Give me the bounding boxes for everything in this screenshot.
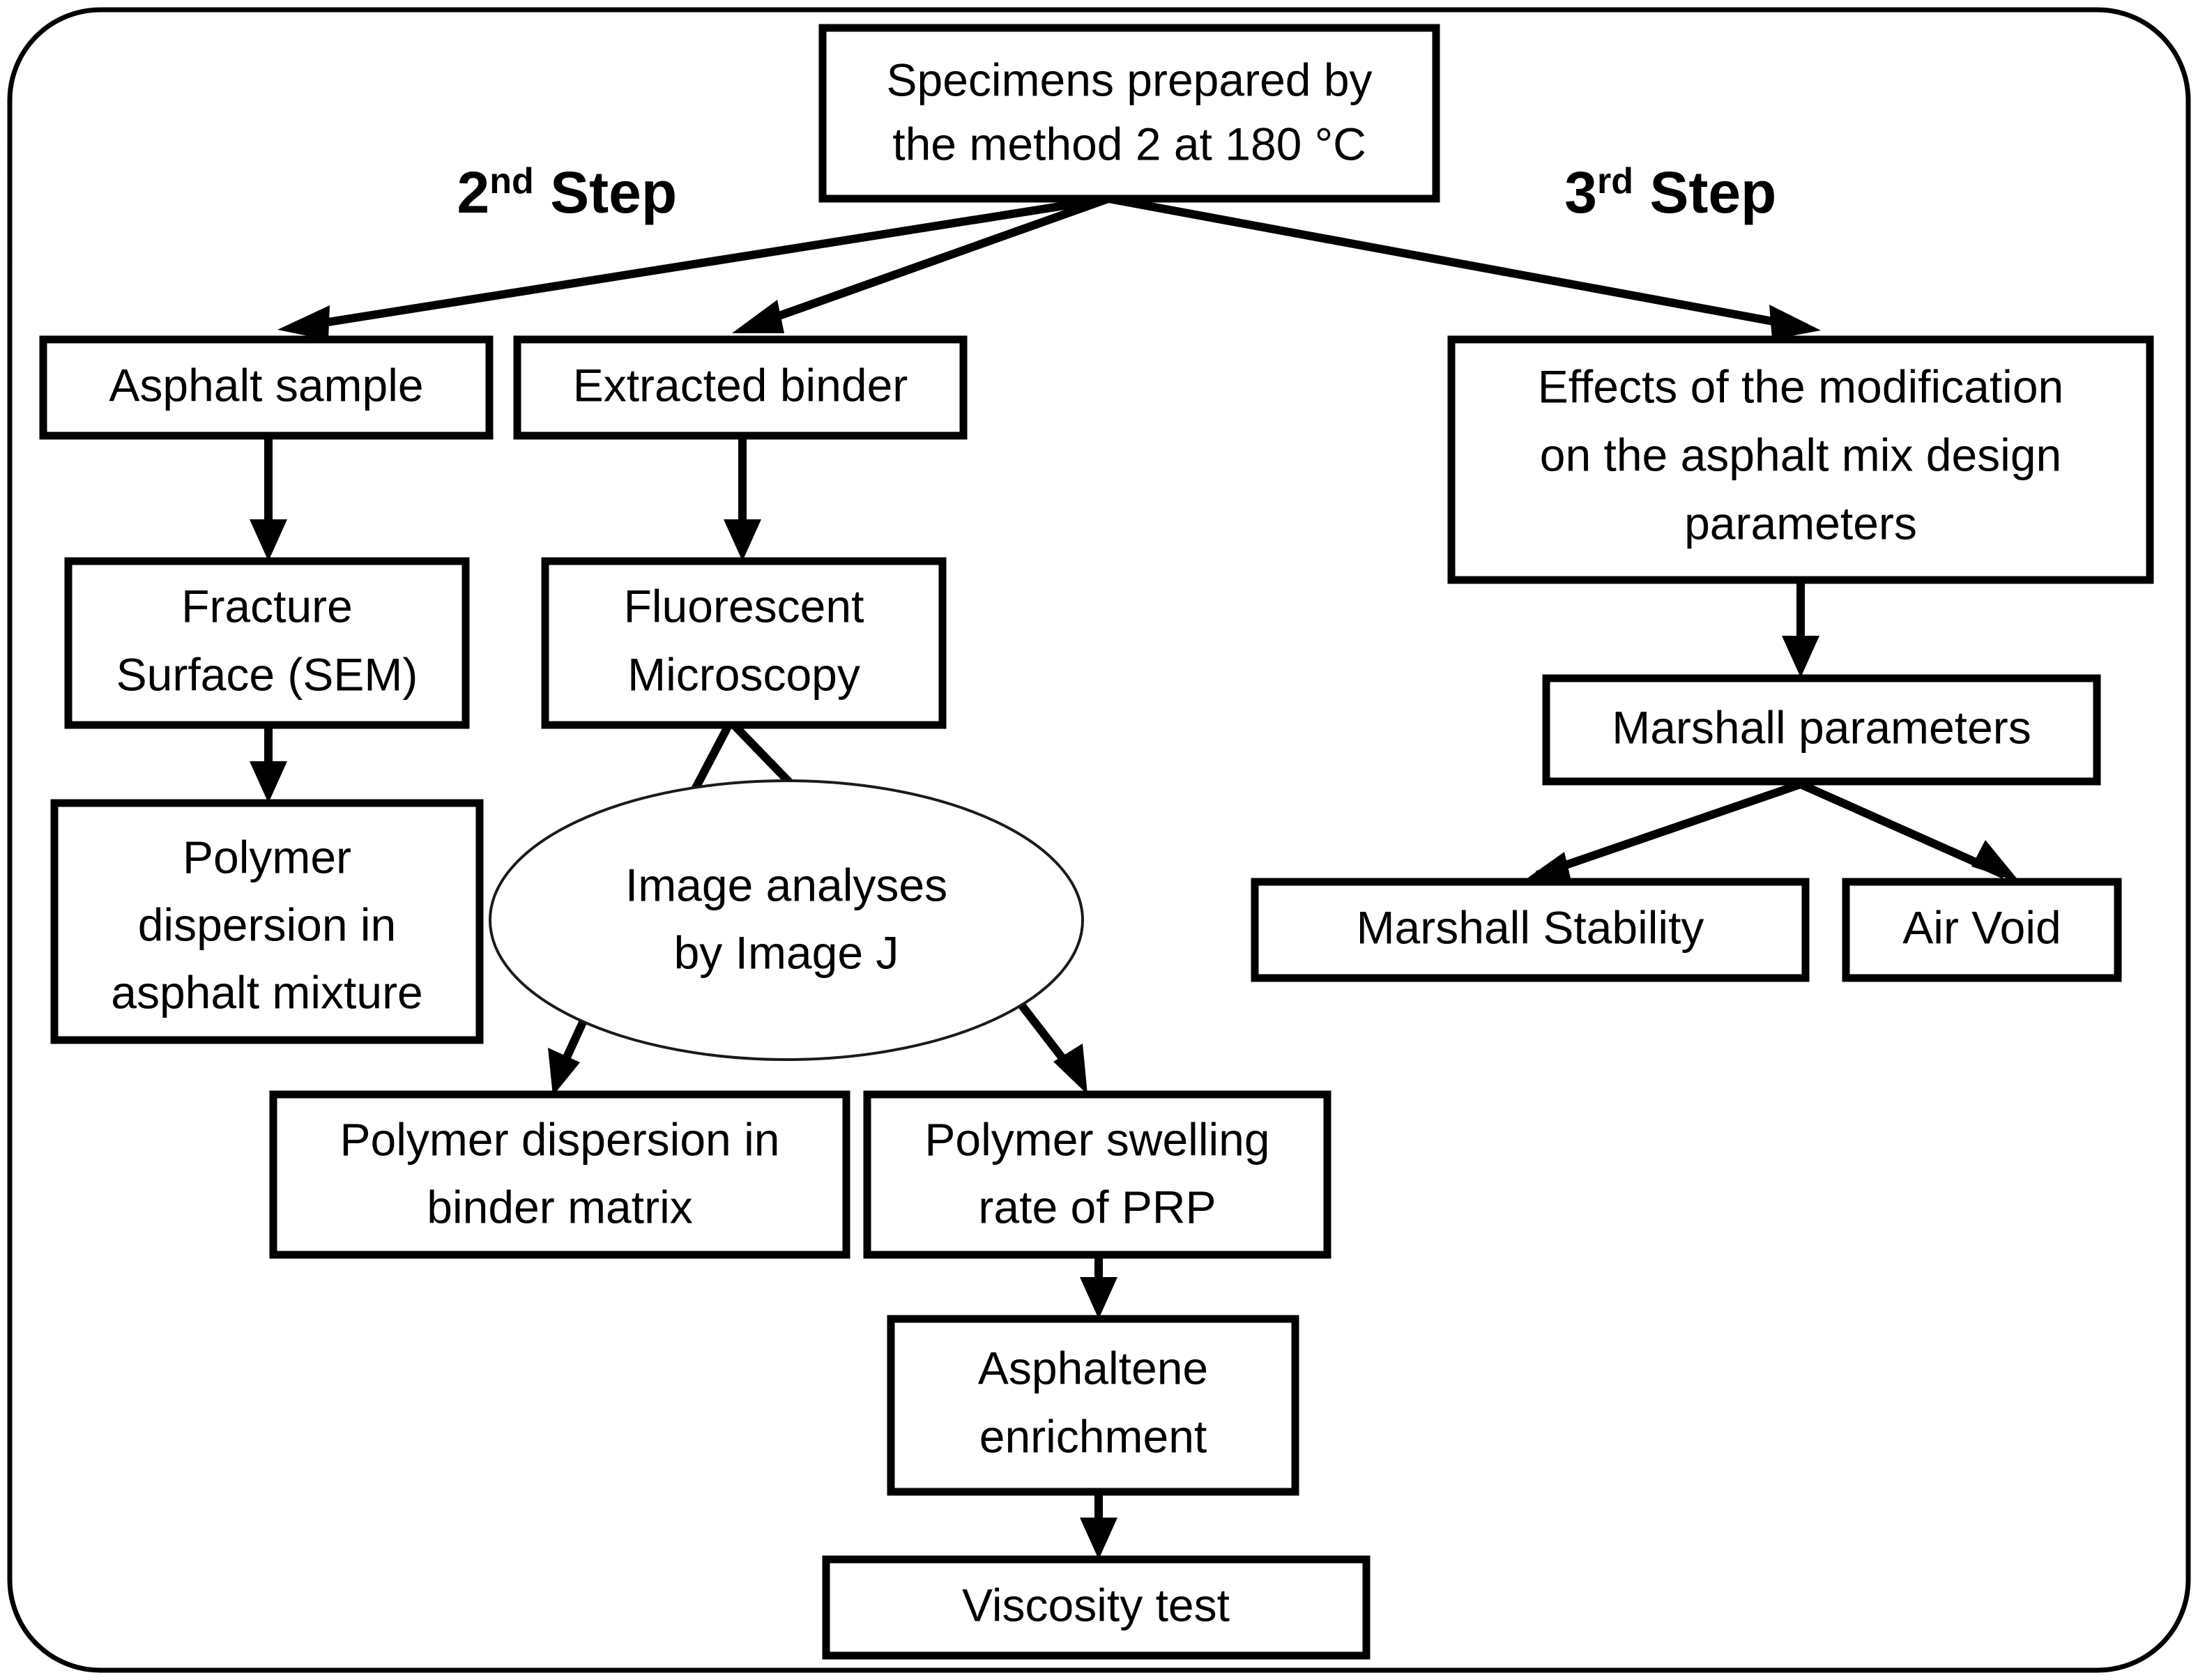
node-polymer-dispersion-binder[interactable]: Polymer dispersion in binder matrix xyxy=(269,1090,850,1259)
edge-asphalt-sample-to-fracture-surface xyxy=(250,436,287,561)
node-viscosity-line-1: Viscosity test xyxy=(962,1579,1230,1631)
edge-specimens-to-extracted-binder xyxy=(732,194,1111,333)
node-fluorescent-line-2: Microscopy xyxy=(627,648,860,700)
edge-marshall-parameters-to-air-void xyxy=(1799,780,2020,883)
edge-effects-modification-to-marshall-parameters xyxy=(1782,580,1819,678)
node-fluorescent-line-1: Fluorescent xyxy=(624,580,864,632)
node-asph-line-1: Asphaltene xyxy=(978,1342,1208,1393)
node-extracted-binder[interactable]: Extracted binder xyxy=(513,335,968,440)
step3-number: 3 xyxy=(1564,160,1597,225)
node-polymer-dispersion-asphalt[interactable]: Polymer dispersion in asphalt mixture xyxy=(50,799,484,1044)
edge-asphaltene-enrichment-to-viscosity-test xyxy=(1080,1492,1117,1559)
node-specimens-line-2: the method 2 at 180 °C xyxy=(892,118,1366,169)
svg-text:3rd Step: 3rd Step xyxy=(1418,160,1891,225)
node-fluorescent-microscopy[interactable]: Fluorescent Microscopy xyxy=(541,557,947,729)
step-label-3rd: 3rd Step xyxy=(1418,160,1891,225)
step-label-2nd: 2nd Step xyxy=(310,160,791,225)
step2-number: 2 xyxy=(457,160,490,225)
step3-ordinal: rd xyxy=(1597,161,1633,201)
node-psw-line-1: Polymer swelling xyxy=(924,1113,1269,1165)
node-asphaltene-enrichment[interactable]: Asphaltene enrichment xyxy=(887,1315,1299,1496)
node-pda-line-3: asphalt mixture xyxy=(111,966,423,1018)
node-fracture-line-2: Surface (SEM) xyxy=(116,648,418,700)
node-effects-line-3: parameters xyxy=(1684,497,1917,549)
node-image-analyses-line-1: Image analyses xyxy=(625,859,947,910)
step2-ordinal: nd xyxy=(489,161,534,201)
edge-extracted-binder-to-fluorescent-microscopy xyxy=(724,436,761,561)
node-air-void-line-1: Air Void xyxy=(1902,901,2061,953)
svg-text:2nd Step: 2nd Step xyxy=(310,160,791,225)
step2-word: Step xyxy=(550,160,677,225)
node-asphalt-sample[interactable]: Asphalt sample xyxy=(39,335,494,440)
edge-polymer-swelling-to-asphaltene-enrichment xyxy=(1080,1255,1117,1319)
node-asphalt-sample-line-1: Asphalt sample xyxy=(109,359,423,411)
node-extracted-binder-line-1: Extracted binder xyxy=(573,359,908,411)
node-image-analyses-line-2: by Image J xyxy=(674,926,899,978)
node-psw-line-2: rate of PRP xyxy=(978,1181,1216,1232)
edge-fluorescent-microscopy-to-image-analyses xyxy=(691,718,797,791)
node-effects-modification[interactable]: Effects of the modification on the aspha… xyxy=(1447,335,2154,584)
node-specimens[interactable]: Specimens prepared by the method 2 at 18… xyxy=(818,24,1440,203)
node-marshall-parameters-line-1: Marshall parameters xyxy=(1612,701,2031,753)
edge-marshall-parameters-to-marshall-stability xyxy=(1521,780,1802,884)
node-asph-line-2: enrichment xyxy=(979,1410,1207,1462)
step3-word: Step xyxy=(1649,160,1776,225)
node-pda-line-1: Polymer xyxy=(183,831,351,883)
outer-frame xyxy=(7,7,2191,1673)
node-marshall-stability[interactable]: Marshall Stability xyxy=(1251,878,1810,982)
node-effects-line-2: on the asphalt mix design xyxy=(1540,429,2061,480)
node-air-void[interactable]: Air Void xyxy=(1842,878,2122,982)
node-fracture-surface[interactable]: Fracture Surface (SEM) xyxy=(64,557,470,729)
node-marshall-stability-line-1: Marshall Stability xyxy=(1357,901,1704,953)
node-pdb-line-1: Polymer dispersion in xyxy=(340,1113,780,1165)
edge-specimens-to-asphalt-sample xyxy=(277,194,1109,340)
edge-fracture-surface-to-polymer-dispersion-asphalt xyxy=(250,725,287,803)
node-marshall-parameters[interactable]: Marshall parameters xyxy=(1542,674,2101,786)
node-polymer-swelling[interactable]: Polymer swelling rate of PRP xyxy=(863,1090,1331,1259)
node-pdb-line-2: binder matrix xyxy=(427,1181,692,1232)
node-viscosity-test[interactable]: Viscosity test xyxy=(822,1555,1371,1660)
edge-specimens-to-effects-modification xyxy=(1107,194,1821,339)
node-pda-line-2: dispersion in xyxy=(138,899,397,950)
node-specimens-line-1: Specimens prepared by xyxy=(886,54,1372,105)
node-effects-line-1: Effects of the modification xyxy=(1538,360,2064,412)
node-image-analyses[interactable]: Image analyses by Image J xyxy=(489,779,1084,1061)
node-fracture-line-1: Fracture xyxy=(181,580,353,632)
